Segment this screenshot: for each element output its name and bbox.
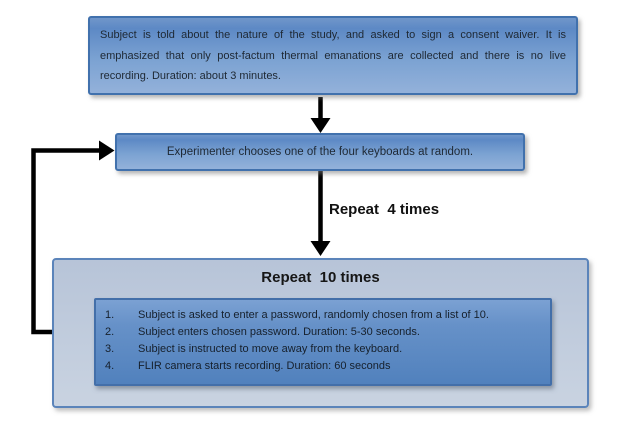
repeat-10-times-title: Repeat 10 times <box>261 269 380 286</box>
list-item: 2. Subject enters chosen password. Durat… <box>105 324 544 341</box>
list-item-text: Subject enters chosen password. Duration… <box>138 326 420 338</box>
list-item-number: 2. <box>105 326 115 338</box>
keyboard-choice-step-text: Experimenter chooses one of the four key… <box>166 146 474 158</box>
keyboard-choice-step-box: Experimenter chooses one of the four key… <box>115 133 525 171</box>
consent-step-text: Subject is told about the nature of the … <box>100 29 566 82</box>
list-item-number: 4. <box>105 360 115 372</box>
list-item-number: 3. <box>105 343 115 355</box>
repeat-4-times-label: Repeat 4 times <box>329 201 440 218</box>
list-item: 4. FLIR camera starts recording. Duratio… <box>105 358 544 375</box>
list-item: 1. Subject is asked to enter a password,… <box>105 307 544 324</box>
password-procedure-box: 1. Subject is asked to enter a password,… <box>94 298 552 386</box>
repeat-10-times-container: Repeat 10 times 1. Subject is asked to e… <box>52 258 589 408</box>
list-item-text: FLIR camera starts recording. Duration: … <box>138 360 391 372</box>
arrow-down-step1-step2-icon <box>310 97 331 133</box>
consent-step-box: Subject is told about the nature of the … <box>88 16 578 95</box>
list-item-number: 1. <box>105 309 115 321</box>
list-item: 3. Subject is instructed to move away fr… <box>105 341 544 358</box>
arrow-down-step2-loop-icon <box>310 171 331 256</box>
list-item-text: Subject is instructed to move away from … <box>138 343 403 355</box>
list-item-text: Subject is asked to enter a password, ra… <box>138 309 489 321</box>
